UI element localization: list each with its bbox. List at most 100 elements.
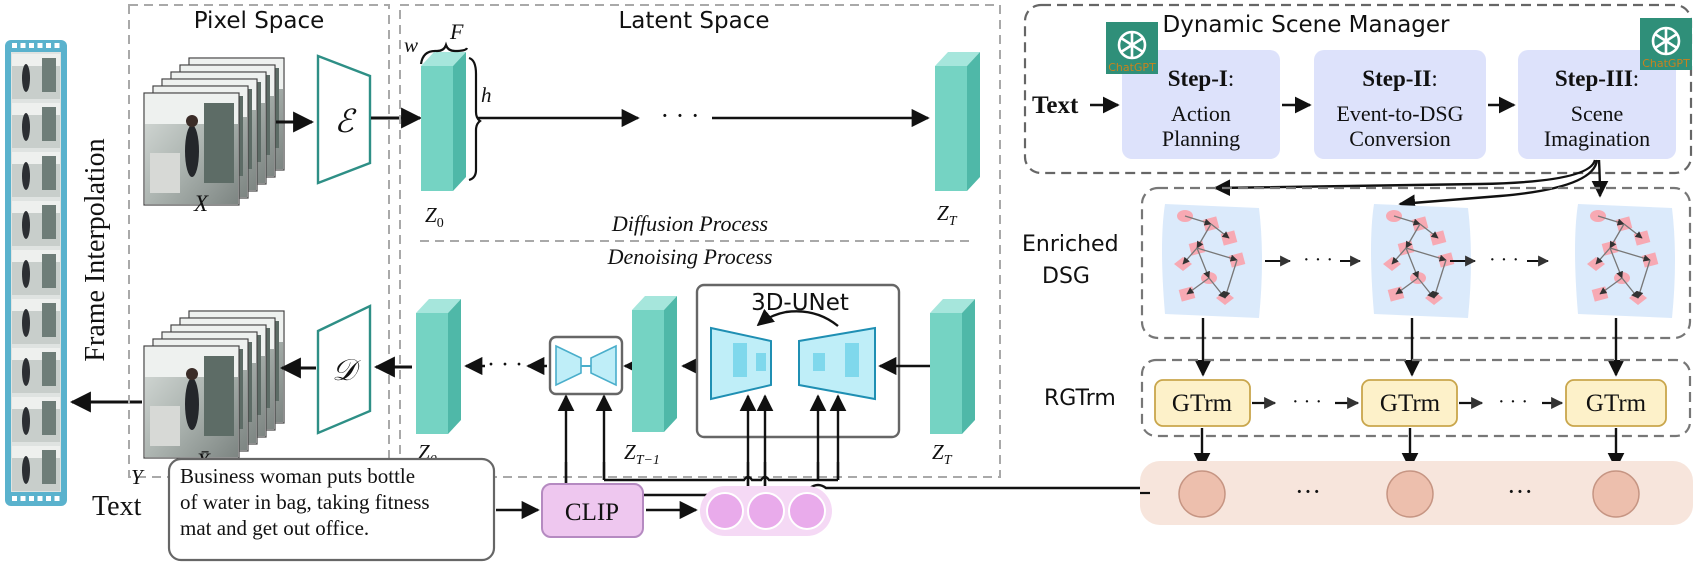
film-hole-icon (12, 496, 17, 501)
dim-h-label: h (481, 83, 492, 107)
video-frame-shelf (150, 153, 180, 193)
film-hole-icon (12, 43, 17, 48)
latent-space-panel (399, 4, 1001, 478)
step3-fanout-arrows (1213, 159, 1609, 212)
gtrm-ellipsis-1: · · · (1292, 391, 1322, 413)
dsg-edge (1395, 277, 1419, 295)
denoising-ellipsis: · · · (487, 352, 523, 378)
svg-text:Step-III:: Step-III: (1555, 66, 1639, 91)
step-1-box: Step-I: Action Planning (1122, 50, 1280, 159)
text-embedding (700, 486, 832, 536)
enriched-dsg-label-2: DSG (1042, 264, 1090, 289)
dsg-edge (1405, 247, 1419, 279)
video-frame-plant (204, 103, 234, 183)
encoder-symbol: ℰ (334, 103, 357, 139)
z0-top-label: Z0 (425, 203, 444, 231)
gtrm-label-2: GTrm (1380, 390, 1441, 417)
chatgpt-badge-left: ChatGPT (1106, 22, 1158, 74)
video-frame-plant (204, 356, 234, 436)
film-frame-person (22, 407, 30, 435)
dsg-edge (1609, 247, 1651, 262)
film-frame-plant (42, 205, 56, 239)
gtrm-block-3: GTrm (1565, 379, 1667, 427)
decoder-block: 𝒟 (316, 304, 372, 435)
latent-block-z0-bottom (416, 299, 461, 434)
diffusion-ellipsis: · · · (661, 101, 700, 130)
film-frame-person (22, 162, 30, 190)
step-1-name: Step-I (1168, 66, 1228, 91)
text-prompt-box (167, 457, 496, 562)
gtrm-label-1: GTrm (1172, 390, 1233, 417)
latent-block-zt-top (935, 52, 980, 191)
film-frame-plant (42, 401, 56, 435)
output-frames-stack (143, 310, 285, 459)
clip-label: CLIP (565, 499, 619, 526)
dsg-edge (1405, 223, 1421, 249)
film-frame-person (22, 64, 30, 92)
dsg-edge (1210, 223, 1230, 239)
film-frame-plant (42, 107, 56, 141)
zt-top-label: ZT (937, 201, 958, 229)
step-3-line2: Imagination (1544, 126, 1650, 151)
dsg-edge (1419, 223, 1439, 239)
dsg-edge (1417, 277, 1435, 299)
dsg-edge (1599, 277, 1623, 295)
dsg-ellipsis-1: · · · (1303, 249, 1333, 271)
graph-node-2 (1386, 470, 1434, 518)
video-frame-shelf (150, 406, 180, 446)
svg-text:Step-I:: Step-I: (1168, 66, 1234, 91)
film-strip (5, 40, 67, 506)
step-3-name: Step-III (1555, 66, 1633, 91)
film-hole-icon (54, 43, 60, 48)
dsg-edge (1595, 247, 1611, 265)
latent-space-title: Latent Space (618, 8, 769, 34)
dimension-braces (419, 41, 482, 182)
video-frame-person (185, 125, 199, 177)
film-frame-person (22, 358, 30, 386)
text-prompt-line-1: Business woman puts bottle (180, 464, 415, 488)
text-input-label: Text (92, 491, 142, 522)
dsg-ellipsis-2: · · · (1489, 249, 1519, 271)
dsg-edge (1186, 277, 1210, 295)
input-frames-label: X (193, 191, 209, 216)
dim-w-label: w (404, 33, 418, 57)
chatgpt-badge-text-left: ChatGPT (1108, 61, 1156, 74)
film-frame-plant (42, 156, 56, 190)
chatgpt-badge-text-right: ChatGPT (1642, 57, 1690, 70)
step-2-box: Step-II: Event-to-DSG Conversion (1314, 50, 1486, 159)
gtrm-block-1: GTrm (1154, 379, 1251, 427)
film-hole-icon (20, 43, 26, 48)
dsg-edge (1391, 247, 1407, 265)
film-hole-icon (54, 496, 60, 501)
dsg-panel (1140, 186, 1692, 340)
film-hole-icon (46, 43, 51, 48)
zt-bottom-label: ZT (932, 440, 953, 468)
encoder-block: ℰ (316, 54, 372, 185)
text-var-y: Y (131, 465, 145, 489)
unet-3d-label: 3D-UNet (751, 290, 849, 316)
dsg-edge (1196, 247, 1210, 279)
frame-interpolation-text: Frame Interpolation (80, 138, 111, 361)
dsg-edge (1182, 247, 1198, 265)
film-hole-icon (46, 496, 51, 501)
video-frame-head (186, 368, 198, 380)
dsg-edge (1597, 215, 1625, 226)
chatgpt-badge-right: ChatGPT (1640, 18, 1692, 70)
film-frame-person (22, 456, 30, 484)
film-hole-icon (37, 43, 43, 48)
film-frame-person (22, 309, 30, 337)
pixel-space-title: Pixel Space (194, 8, 325, 34)
dsg-edge (1208, 277, 1226, 299)
film-frame-plant (42, 58, 56, 92)
film-hole-icon (29, 43, 34, 48)
clip-block (541, 483, 644, 538)
film-frame-person (22, 113, 30, 141)
step-2-line2: Conversion (1349, 126, 1450, 151)
svg-text:Step-II:: Step-II: (1362, 66, 1437, 91)
latent-block-z0-top (421, 52, 466, 191)
film-frame-plant (42, 303, 56, 337)
small-unet-block (548, 335, 624, 396)
ztm1-label: ZT−1 (624, 440, 660, 468)
dsg-edge (1621, 277, 1639, 299)
